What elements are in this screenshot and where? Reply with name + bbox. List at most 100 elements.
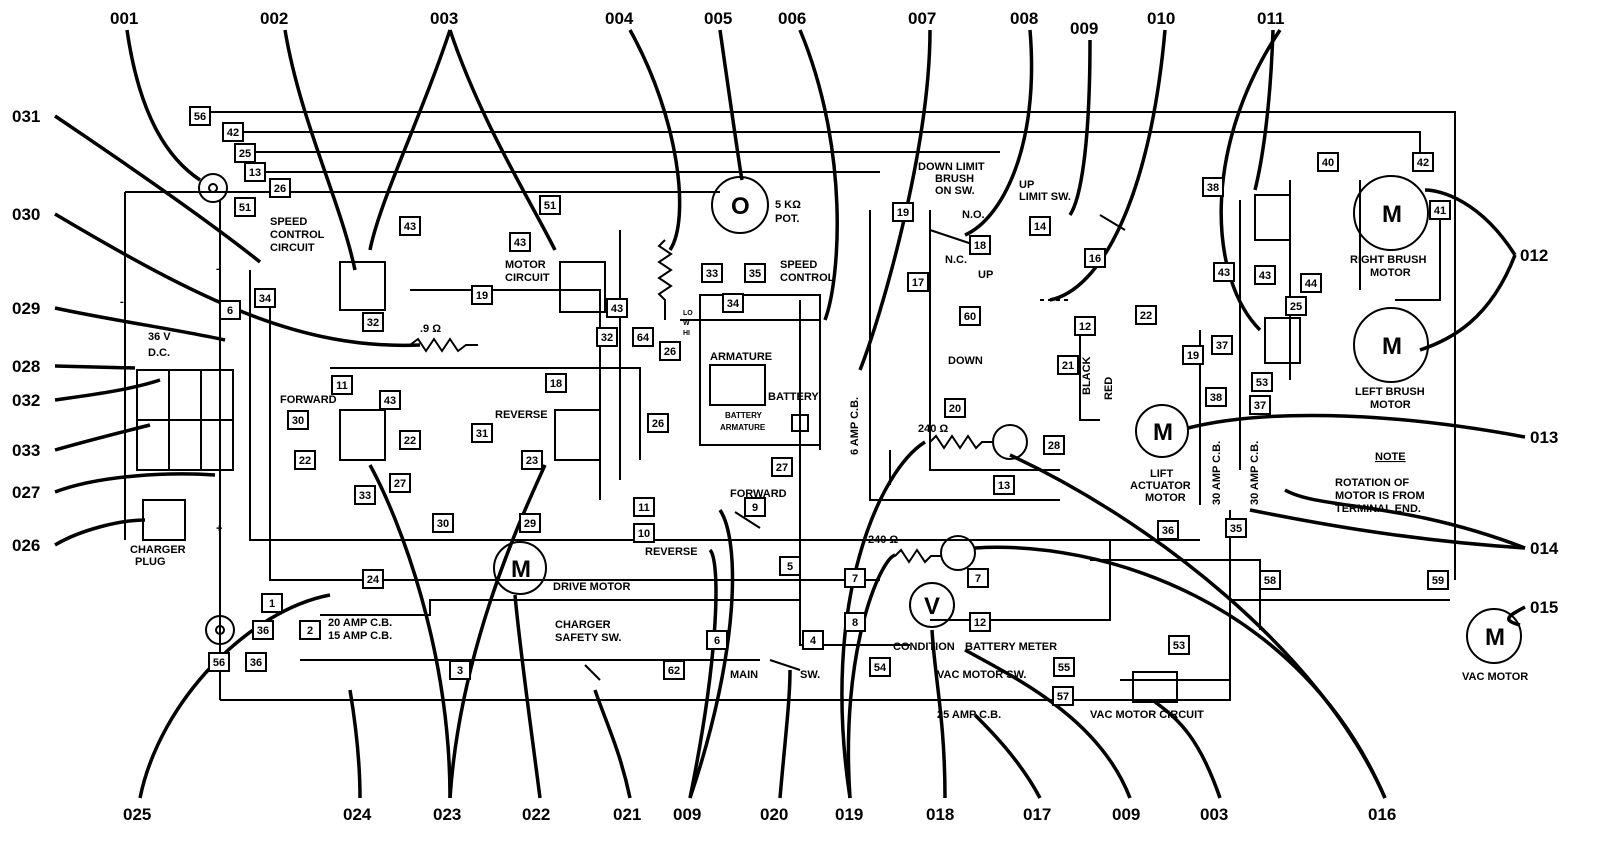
wire-number-tag: 62	[663, 660, 685, 680]
lift-actuator-motor	[1135, 404, 1189, 458]
label-charger-safety: CHARGER	[555, 619, 611, 631]
label-pot-tap: LO	[683, 310, 693, 317]
wire-number: 56	[213, 657, 225, 669]
callout-bottom: 022	[522, 805, 550, 824]
motor-letter: M	[1382, 333, 1402, 360]
label-battery-armature: ARMATURE	[720, 423, 766, 432]
wire-number-tag: 27	[389, 473, 411, 493]
wire-number: 10	[638, 528, 650, 540]
wires	[124, 111, 1456, 701]
callout-bottom: 009	[1112, 805, 1140, 824]
speed-control-relay	[339, 261, 386, 311]
label-red: RED	[1103, 377, 1115, 400]
label-nc: N.C.	[945, 254, 967, 266]
wire-number: 11	[336, 380, 348, 392]
battery-armature-box	[709, 364, 766, 406]
wire-number: 5	[787, 561, 793, 573]
wire-number-tag: 43	[509, 232, 531, 252]
label-down: DOWN	[948, 355, 983, 367]
label-pot: 5 KΩ	[775, 199, 801, 211]
wire-number: 7	[975, 573, 981, 585]
callout-right: 014	[1530, 539, 1559, 558]
wire-number: 26	[274, 183, 286, 195]
callout-bottom: 016	[1368, 805, 1396, 824]
label-240-ohm-b: 240 Ω	[868, 534, 898, 546]
wire-number: 7	[852, 573, 858, 585]
wire-number: 62	[668, 665, 680, 677]
label-speed-control-circuit: CIRCUIT	[270, 242, 315, 254]
wire-number: 22	[299, 455, 311, 467]
wire-number: 1	[269, 598, 275, 610]
callout-top: 010	[1147, 9, 1175, 28]
wire-number: 36	[1162, 525, 1174, 537]
wire-number: 16	[1089, 253, 1101, 265]
wire-number: 53	[1173, 640, 1185, 652]
callout-left: 033	[12, 441, 40, 460]
label-pot-tap: W	[683, 320, 690, 327]
motor-circuit-relay	[559, 261, 606, 313]
wire-number: 12	[974, 617, 986, 629]
wire-number-tag: 26	[269, 178, 291, 198]
battery-minus: -	[216, 263, 220, 275]
label-vac-motor-circuit: VAC MOTOR CIRCUIT	[1090, 709, 1204, 721]
label-right-brush: RIGHT BRUSH	[1350, 254, 1426, 266]
motor-letter: M	[1153, 419, 1173, 446]
label-down-limit: DOWN LIMIT	[918, 161, 985, 173]
wire-number: 30	[437, 518, 449, 530]
wire-number-tag: 1	[261, 593, 283, 613]
callout-left: 029	[12, 299, 40, 318]
label-pot: POT.	[775, 213, 799, 225]
note-title: NOTE	[1375, 451, 1406, 463]
wire-number-tag: 11	[331, 375, 353, 395]
label-speed-control: SPEED	[780, 259, 817, 271]
wire-number: 58	[1264, 575, 1276, 587]
wire-number-tag: 38	[1202, 177, 1224, 197]
wire-number-tag: 43	[1254, 265, 1276, 285]
wire-number-tag: 41	[1429, 200, 1451, 220]
label-vac-motor-sw: VAC MOTOR SW.	[937, 669, 1026, 681]
wire-number: 37	[1216, 340, 1228, 352]
label-left-brush: LEFT BRUSH	[1355, 386, 1425, 398]
wire-number: 11	[638, 502, 650, 514]
label-30-amp-cb: 30 AMP C.B.	[1249, 441, 1261, 505]
wire-number: 56	[194, 111, 206, 123]
callout-top: 011	[1257, 9, 1284, 28]
wire-number: 22	[404, 435, 416, 447]
reverse-relay	[554, 409, 601, 461]
label-up-limit: UP	[1019, 179, 1034, 191]
label-240-ohm: 240 Ω	[918, 423, 948, 435]
motor-letter: M	[1382, 201, 1402, 228]
forward-relay	[339, 409, 386, 461]
callout-left: 030	[12, 205, 40, 224]
label-charger-plug: PLUG	[135, 556, 166, 568]
wire-number-tag: 35	[744, 263, 766, 283]
wire-number-tag: 19	[892, 202, 914, 222]
vac-motor-relay	[1132, 671, 1178, 703]
wire-number-tag: 44	[1300, 273, 1322, 293]
component-labels: DOWN LIMIT BRUSH ON SW. N.O. N.C. UP LIM…	[120, 161, 1528, 721]
wire-number-tag: 6	[706, 630, 728, 650]
wire-number-tag: 59	[1427, 570, 1449, 590]
wire-number-tag: 21	[1057, 355, 1079, 375]
wire-number: 9	[752, 502, 758, 514]
label-battery-meter: BATTERY METER	[965, 641, 1057, 653]
wire-number: 19	[1187, 350, 1199, 362]
resistor-240-ohm-b	[894, 548, 941, 564]
motor-letter: M	[511, 556, 531, 583]
wire-number: 27	[776, 462, 788, 474]
label-reverse-switch: REVERSE	[645, 546, 698, 558]
wire-number: 54	[874, 662, 887, 674]
callout-left: 026	[12, 536, 40, 555]
wire-number: 43	[384, 395, 396, 407]
wire-number-tag: 7	[844, 568, 866, 588]
wire-number: 4	[810, 635, 817, 647]
wire-number: 43	[404, 221, 416, 233]
wire-number: 38	[1210, 392, 1222, 404]
wire-number: 13	[249, 167, 261, 179]
wire-number: 41	[1434, 205, 1446, 217]
wire-number-tag: 30	[287, 410, 309, 430]
wire-number: 21	[1062, 360, 1074, 372]
wire-number-tag: 28	[1043, 435, 1065, 455]
callout-right: 012	[1520, 246, 1548, 265]
callout-bottom: 017	[1023, 805, 1051, 824]
